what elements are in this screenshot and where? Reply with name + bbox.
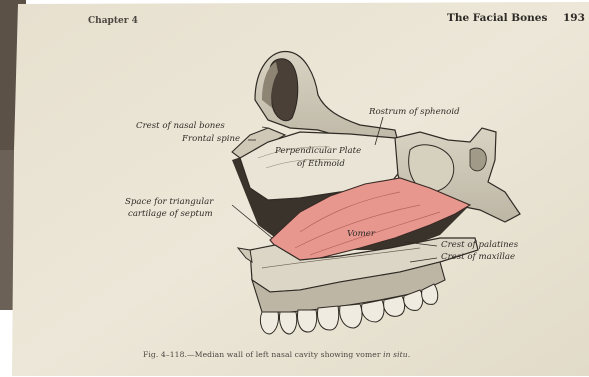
caption-italic: in situ	[383, 350, 408, 359]
chapter-heading: Chapter 4	[88, 17, 138, 26]
label-vomer: Vomer	[347, 230, 375, 239]
figure-caption: Fig. 4–118.—Median wall of left nasal ca…	[143, 351, 410, 359]
label-space-for-triangular: Space for triangular	[125, 198, 213, 207]
caption-text: Fig. 4–118.—Median wall of left nasal ca…	[143, 350, 383, 359]
caption-period: .	[408, 350, 411, 359]
label-crest-of-maxillae: Crest of maxillae	[441, 253, 515, 262]
label-cartilage-of-septum: cartilage of septum	[128, 210, 213, 219]
page-number: 193	[563, 13, 585, 24]
label-frontal-spine: Frontal spine	[182, 135, 240, 144]
running-title: The Facial Bones	[447, 13, 547, 24]
label-rostrum-of-sphenoid: Rostrum of sphenoid	[369, 108, 460, 117]
label-perpendicular-plate: Perpendicular Plate	[275, 147, 361, 156]
label-crest-of-palatines: Crest of palatines	[441, 241, 518, 250]
label-crest-of-nasal-bones: Crest of nasal bones	[136, 122, 225, 131]
label-of-ethmoid: of Ethmoid	[297, 160, 345, 169]
